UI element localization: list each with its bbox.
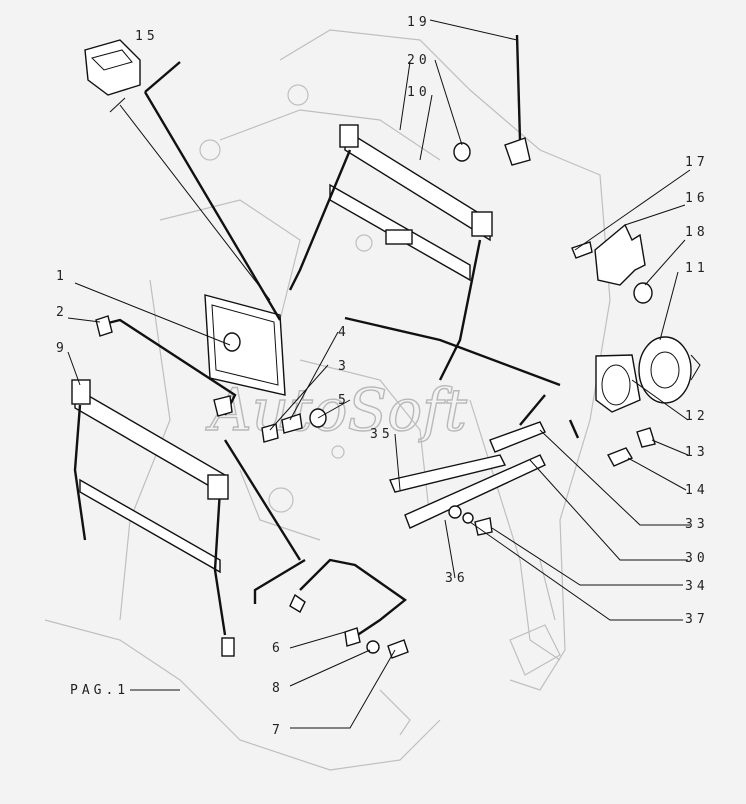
- label-3: 3: [338, 359, 350, 374]
- part-1-mirror: [204, 294, 286, 396]
- part-15-switch: [84, 39, 141, 96]
- label-34: 34: [685, 579, 709, 594]
- part-9-lower-frame: [71, 379, 235, 657]
- part-12-gasket: [595, 354, 641, 413]
- label-13: 13: [685, 445, 709, 460]
- label-16: 16: [685, 191, 709, 206]
- label-1: 1: [56, 269, 68, 284]
- part-7-screw: [387, 639, 409, 659]
- label-7: 7: [272, 723, 284, 738]
- label-15: 15: [135, 29, 159, 44]
- label-11: 11: [685, 261, 709, 276]
- part-2-arm: [95, 315, 237, 417]
- label-19: 19: [407, 15, 431, 30]
- part-34-spacer: [474, 517, 493, 536]
- page-reference: PAG.1: [70, 683, 129, 698]
- label-12: 12: [685, 409, 709, 424]
- part-3-nut: [261, 423, 279, 443]
- label-5: 5: [338, 393, 350, 408]
- part-labels: 15 19 20 10 17 16 18 11 12 13 14 33 30 3…: [56, 15, 709, 738]
- label-2: 2: [56, 305, 68, 320]
- part-36-washer: [448, 505, 462, 519]
- label-8: 8: [272, 681, 284, 696]
- part-4-screw: [281, 413, 303, 434]
- label-33: 33: [685, 517, 709, 532]
- label-30: 30: [685, 551, 709, 566]
- part-13-clip: [636, 427, 656, 448]
- part-16-bracket: [594, 223, 646, 286]
- part-11-speaker: [638, 336, 701, 404]
- label-36: 36: [445, 571, 469, 586]
- label-14: 14: [685, 483, 709, 498]
- label-6: 6: [272, 641, 284, 656]
- part-30-rail: [404, 454, 546, 529]
- label-20: 20: [407, 53, 431, 68]
- part-8-nut: [366, 640, 380, 654]
- part-6-handle: [289, 558, 408, 647]
- part-33-plate: [489, 421, 546, 453]
- leader-lines: [67, 19, 691, 729]
- part-37-washer: [462, 512, 474, 524]
- label-10: 10: [407, 85, 431, 100]
- label-18: 18: [685, 225, 709, 240]
- part-14-screw: [607, 447, 634, 467]
- part-18-bush: [633, 282, 653, 304]
- part-19-lever: [504, 34, 531, 166]
- part-35-rail: [389, 454, 507, 493]
- part-20-bush: [453, 142, 471, 162]
- label-4: 4: [338, 325, 350, 340]
- label-9: 9: [56, 341, 68, 356]
- label-17: 17: [685, 155, 709, 170]
- label-35: 35: [370, 427, 394, 442]
- label-37: 37: [685, 612, 709, 627]
- part-10-upper-frame: [288, 124, 493, 381]
